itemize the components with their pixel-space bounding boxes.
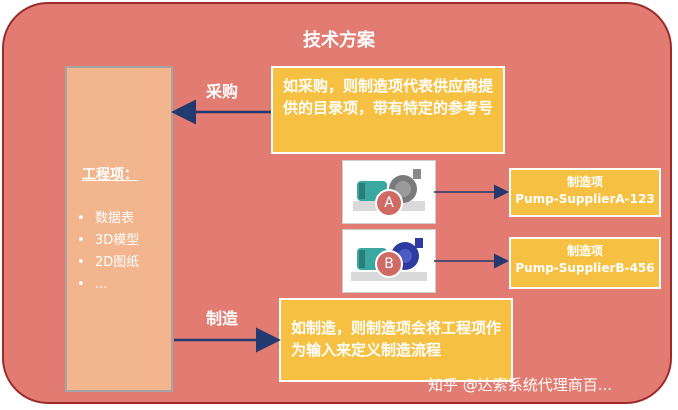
manufacturing-item-b: 制造项 Pump-SupplierB-456 xyxy=(509,237,661,289)
list-item: •数据表 xyxy=(77,211,135,226)
manufacturing-item-a-id: Pump-SupplierA-123 xyxy=(515,192,655,206)
engineering-item-title: 工程项： xyxy=(82,167,138,183)
manufacturing-item-a: 制造项 Pump-SupplierA-123 xyxy=(509,168,661,217)
manufacture-note: 如制造，则制造项会将工程项作为输入来定义制造流程 xyxy=(279,298,513,382)
manufacturing-item-b-title: 制造项 xyxy=(566,244,603,258)
pump-image-a: A xyxy=(342,160,436,224)
procure-note: 如采购，则制造项代表供应商提供的目录项，带有特定的参考号 xyxy=(271,66,505,154)
manufacturing-item-b-id: Pump-SupplierB-456 xyxy=(515,261,655,275)
watermark: 知乎 @达索系统代理商百... xyxy=(428,376,613,394)
pump-badge-b: B xyxy=(375,250,403,278)
manufacture-label: 制造 xyxy=(206,309,239,328)
list-item: •... xyxy=(77,277,108,292)
engineering-item-box: 工程项： •数据表 •3D模型 •2D图纸 •... xyxy=(65,66,173,392)
diagram-title: 技术方案 xyxy=(303,30,375,51)
engineering-item-list: •数据表 •3D模型 •2D图纸 •... xyxy=(77,208,139,296)
pump-image-b: B xyxy=(342,229,436,293)
pump-badge-a: A xyxy=(375,189,403,217)
manufacturing-item-a-title: 制造项 xyxy=(566,175,603,189)
list-item: •3D模型 xyxy=(77,233,140,248)
list-item: •2D图纸 xyxy=(77,255,140,270)
procure-label: 采购 xyxy=(206,82,239,101)
